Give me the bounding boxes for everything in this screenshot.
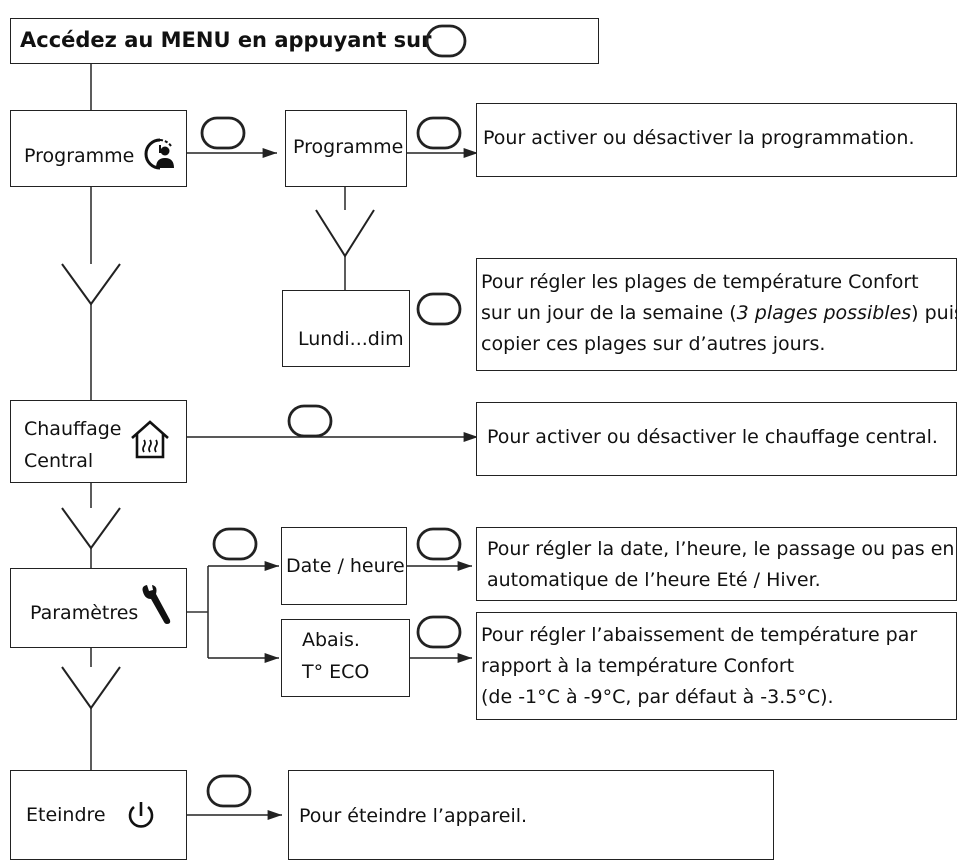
power-icon [128, 802, 154, 828]
desc-date-heure: Pour régler la date, l’heure, le passage… [476, 527, 957, 601]
chevron-down-icon [61, 209, 375, 710]
menu-header: Accédez au MENU en appuyant sur [10, 18, 599, 64]
node-eteindre: Eteindre [10, 770, 187, 860]
wrench-icon [142, 585, 171, 624]
heating-house-icon [131, 420, 169, 459]
desc-text: Pour éteindre l’appareil. [299, 805, 528, 827]
desc-lundi-dim: Pour régler les plages de température Co… [476, 258, 957, 371]
desc-line: (de -1°C à -9°C, par défaut à -3.5°C). [481, 686, 834, 708]
node-label: Central [24, 450, 94, 472]
ok-button-icon [287, 404, 333, 438]
desc-abais-eco: Pour régler l’abaissement de température… [476, 612, 957, 720]
desc-line: automatique de l’heure Eté / Hiver. [487, 569, 821, 591]
desc-chauffage-central: Pour activer ou désactiver le chauffage … [476, 402, 957, 476]
node-programme-sub: Programme [285, 110, 407, 187]
desc-text: Pour activer ou désactiver la programmat… [483, 127, 915, 149]
node-date-heure: Date / heure [281, 527, 407, 605]
node-label: T° ECO [302, 661, 370, 683]
node-label: Programme [24, 145, 135, 167]
node-label: Programme [293, 136, 404, 158]
ok-button-icon [416, 527, 462, 561]
ok-button-icon [416, 615, 462, 649]
desc-eteindre: Pour éteindre l’appareil. [288, 770, 774, 860]
ok-button-icon [206, 774, 252, 808]
ok-button-icon [200, 116, 246, 150]
desc-line: Pour régler l’abaissement de température… [481, 624, 918, 646]
node-label: Eteindre [26, 804, 106, 826]
desc-line: copier ces plages sur d’autres jours. [481, 333, 826, 355]
node-label: Abais. [302, 629, 360, 651]
ok-button-icon [425, 24, 467, 58]
desc-line: rapport à la température Confort [481, 655, 795, 677]
node-label: Date / heure [286, 555, 405, 577]
desc-line: Pour régler la date, l’heure, le passage… [487, 538, 955, 560]
header-text: Accédez au MENU en appuyant sur [20, 28, 432, 52]
node-chauffage-central: Chauffage Central [10, 400, 187, 483]
ok-button-icon [212, 527, 258, 561]
program-clock-icon [144, 138, 174, 170]
desc-text: Pour activer ou désactiver le chauffage … [487, 426, 938, 448]
node-label: Paramètres [30, 602, 139, 624]
node-abais-eco: Abais. T° ECO [281, 619, 410, 697]
ok-button-icon [416, 116, 462, 150]
ok-button-icon [416, 292, 462, 326]
node-programme: Programme [10, 110, 187, 187]
desc-line: Pour régler les plages de température Co… [481, 271, 919, 293]
node-lundi-dim: Lundi...dim [282, 290, 410, 367]
node-label: Lundi...dim [298, 328, 404, 350]
node-label: Chauffage [24, 418, 122, 440]
desc-line: sur un jour de la semaine (3 plages poss… [481, 302, 957, 324]
desc-programme: Pour activer ou désactiver la programmat… [476, 103, 957, 177]
node-parametres: Paramètres [10, 568, 187, 648]
